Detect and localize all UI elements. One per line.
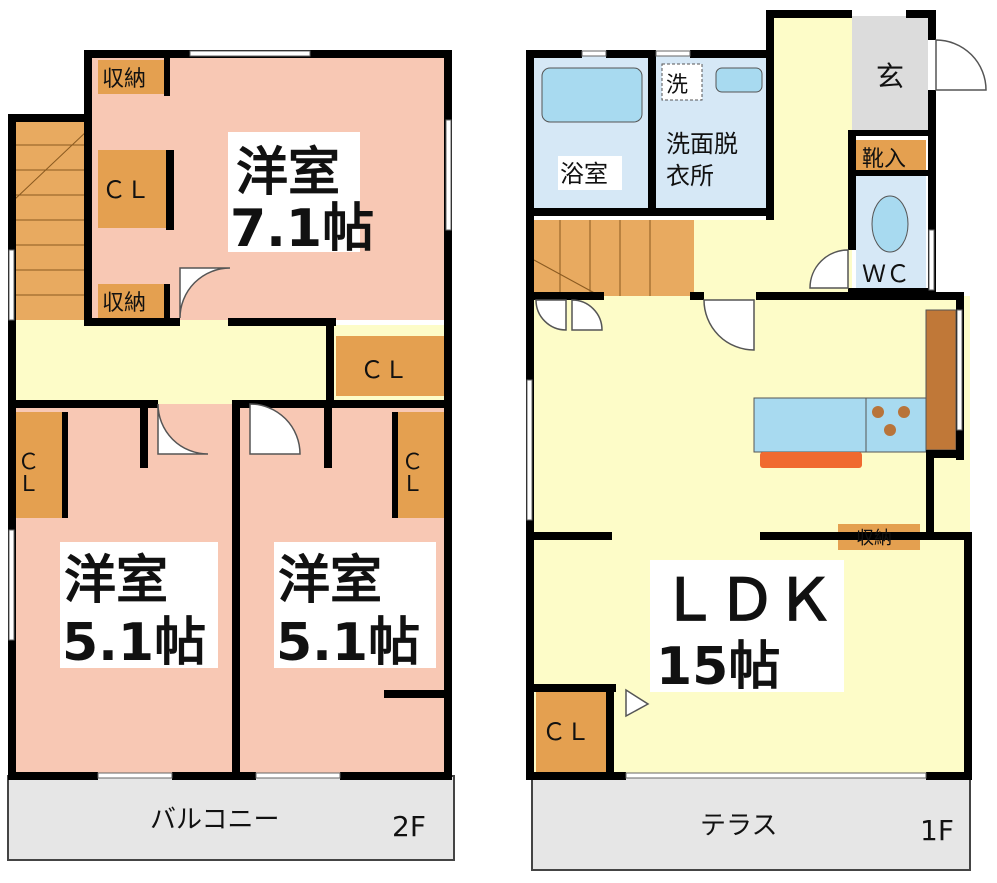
shoe-cabinet	[856, 140, 926, 172]
room-name-right: 洋室	[278, 551, 382, 611]
room-name-large: 洋室	[236, 143, 340, 203]
cabinet-brown	[925, 309, 957, 451]
label-bg-left	[60, 542, 218, 668]
second-floor: 洋室 7.1帖 洋室 5.1帖 洋室 5.1帖 収納 ＣＬ 収納 ＣＬ ＣＬ Ｃ…	[7, 50, 455, 861]
room-size-right: 5.1帖	[276, 613, 420, 673]
kitchen-counter	[753, 397, 867, 453]
closet-1f	[536, 690, 606, 772]
room-size-large: 7.1帖	[230, 199, 374, 259]
closet-right-2f	[398, 412, 446, 518]
stove-top	[865, 397, 927, 453]
closet-top-label: ＣＬ	[102, 176, 150, 204]
first-floor: ＬＤＫ 15帖 浴室 洗 洗面脱 衣所 玄 靴入 ＷＣ 収納 ＣＬ テラス 1F	[526, 10, 987, 871]
storage-top-label: 収納	[102, 67, 146, 92]
sink-fixture	[715, 67, 763, 93]
counter-edge	[760, 452, 862, 468]
washroom-line2: 衣所	[666, 162, 714, 190]
entrance-area	[852, 16, 928, 134]
burner-icon	[884, 424, 896, 436]
doors-1f[interactable]	[535, 39, 987, 718]
room-size-left: 5.1帖	[62, 613, 206, 673]
windows-2f	[8, 50, 452, 779]
room-name-left: 洋室	[64, 551, 168, 611]
stair-treads-2f	[13, 129, 89, 296]
balcony-area	[7, 775, 455, 861]
toilet-label: ＷＣ	[862, 260, 910, 288]
floor-label-2f: 2F	[392, 810, 426, 843]
ldk-size: 15帖	[656, 637, 780, 697]
closet-1f-label: ＣＬ	[542, 718, 590, 746]
toilet-fixture	[871, 195, 909, 253]
label-bg-large	[228, 132, 360, 252]
storage-top-2f	[98, 60, 164, 94]
walls-2f	[8, 50, 452, 780]
terrace-area	[531, 775, 971, 871]
washer-spot	[661, 63, 703, 101]
entrance-label: 玄	[876, 60, 904, 93]
bath-label: 浴室	[560, 160, 608, 188]
storage-mid-2f	[98, 284, 168, 320]
burner-icon	[872, 406, 884, 418]
shoe-storage-label: 靴入	[862, 147, 906, 172]
terrace-label: テラス	[700, 811, 777, 841]
washroom-line1: 洗面脱	[666, 130, 738, 158]
closet-hall-label: ＣＬ	[360, 356, 408, 384]
stairs-1f-area	[534, 220, 694, 296]
stair-treads-1f	[533, 220, 651, 297]
windows-1f	[526, 50, 963, 779]
closet-hall-2f	[336, 336, 446, 396]
doors-2f[interactable]	[157, 267, 301, 455]
closet-left-label: ＣＬ	[14, 450, 39, 494]
hall-area	[14, 320, 330, 404]
label-bg-ldk	[650, 560, 844, 692]
landing-1f-area	[694, 220, 772, 296]
balcony-label: バルコニー	[150, 805, 279, 835]
closet-top-2f	[98, 150, 168, 228]
storage-mid-label: 収納	[102, 291, 146, 316]
closet-right-label: ＣＬ	[398, 450, 423, 494]
label-bg-right	[274, 542, 436, 668]
burner-icon	[898, 406, 910, 418]
label-bg-bath	[558, 156, 622, 190]
storage-1f-label: 収納	[856, 528, 892, 549]
floor-label-1f: 1F	[920, 814, 954, 847]
closet-left-2f	[14, 412, 62, 518]
corridor-area	[772, 16, 852, 296]
washer-label: 洗	[666, 73, 688, 98]
stair-well-2f	[14, 122, 88, 320]
ldk-name: ＬＤＫ	[660, 566, 834, 634]
bathtub-fixture	[541, 67, 643, 123]
